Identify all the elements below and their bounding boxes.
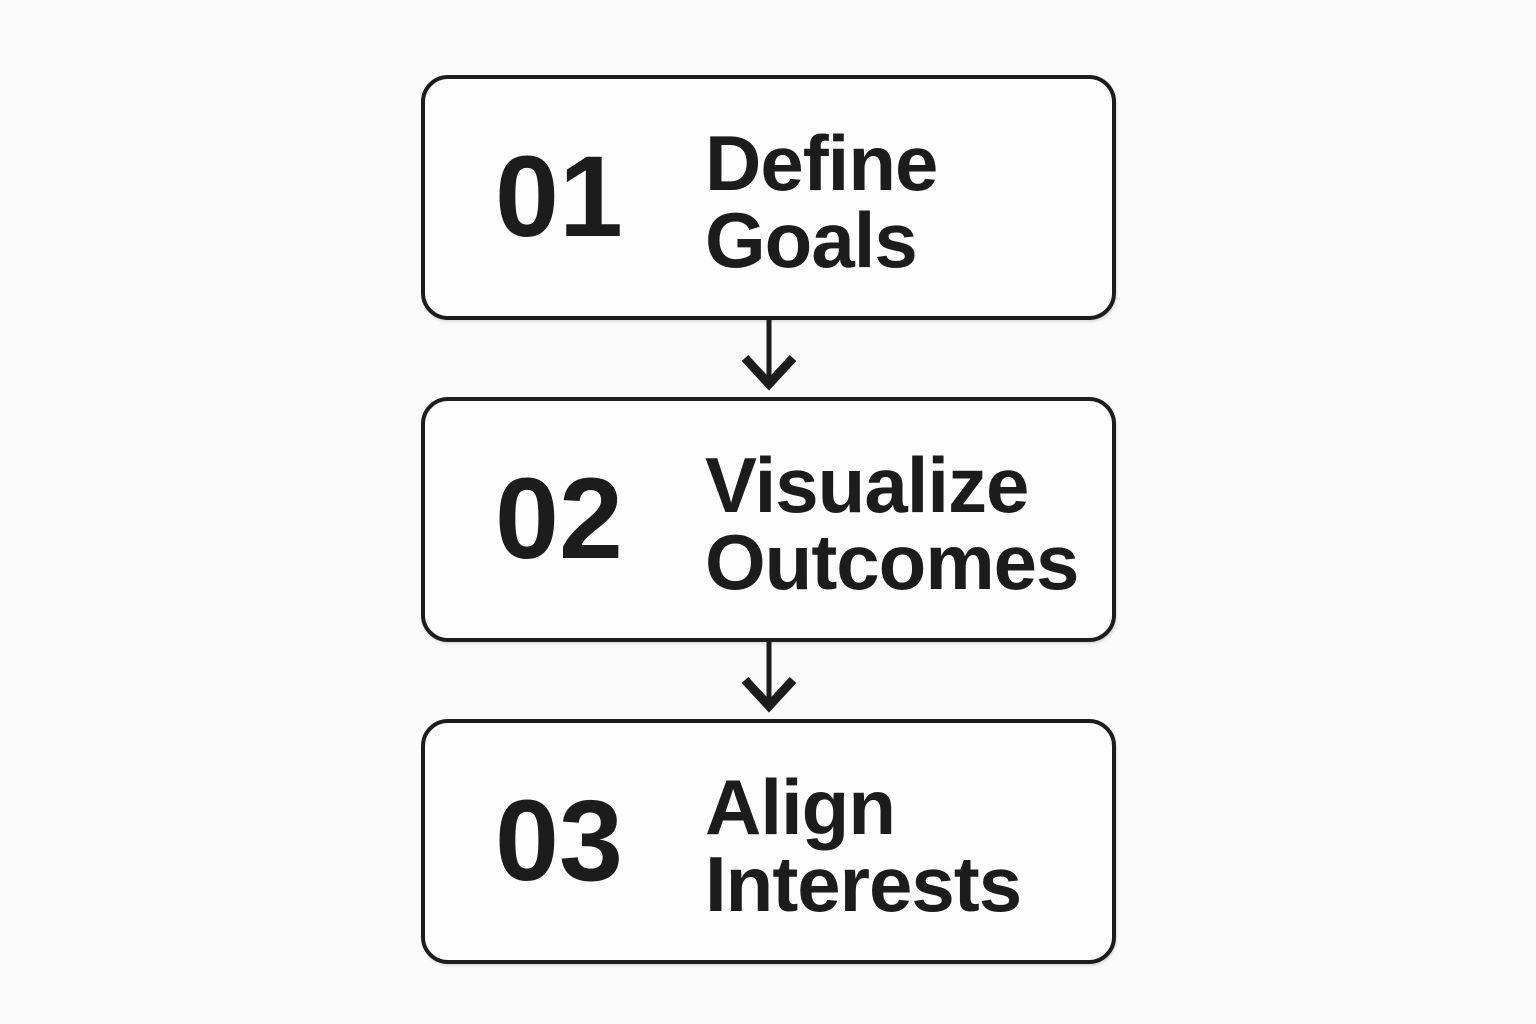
step-number: 03 [495, 777, 623, 905]
step-title-line: Outcomes [705, 517, 1079, 606]
step-number: 01 [495, 133, 623, 261]
arrow-down-icon [741, 642, 796, 713]
step-title: Align Interests [705, 763, 1022, 928]
step-title: Visualize Outcomes [705, 441, 1079, 606]
step-box-2: 02 Visualize Outcomes [421, 397, 1116, 642]
step-title-line: Define [705, 119, 938, 208]
step-title-line: Interests [705, 839, 1022, 928]
step-title-line: Visualize [705, 441, 1029, 530]
step-title-line: Goals [705, 195, 918, 284]
process-flow: 01 Define Goals 02 Visualize Outcomes 03 [421, 75, 1116, 964]
step-title: Define Goals [705, 119, 938, 284]
arrow-down-icon [741, 320, 796, 391]
step-number: 02 [495, 455, 623, 583]
step-title-line: Align [705, 763, 896, 852]
step-box-1: 01 Define Goals [421, 75, 1116, 320]
step-box-3: 03 Align Interests [421, 719, 1116, 964]
